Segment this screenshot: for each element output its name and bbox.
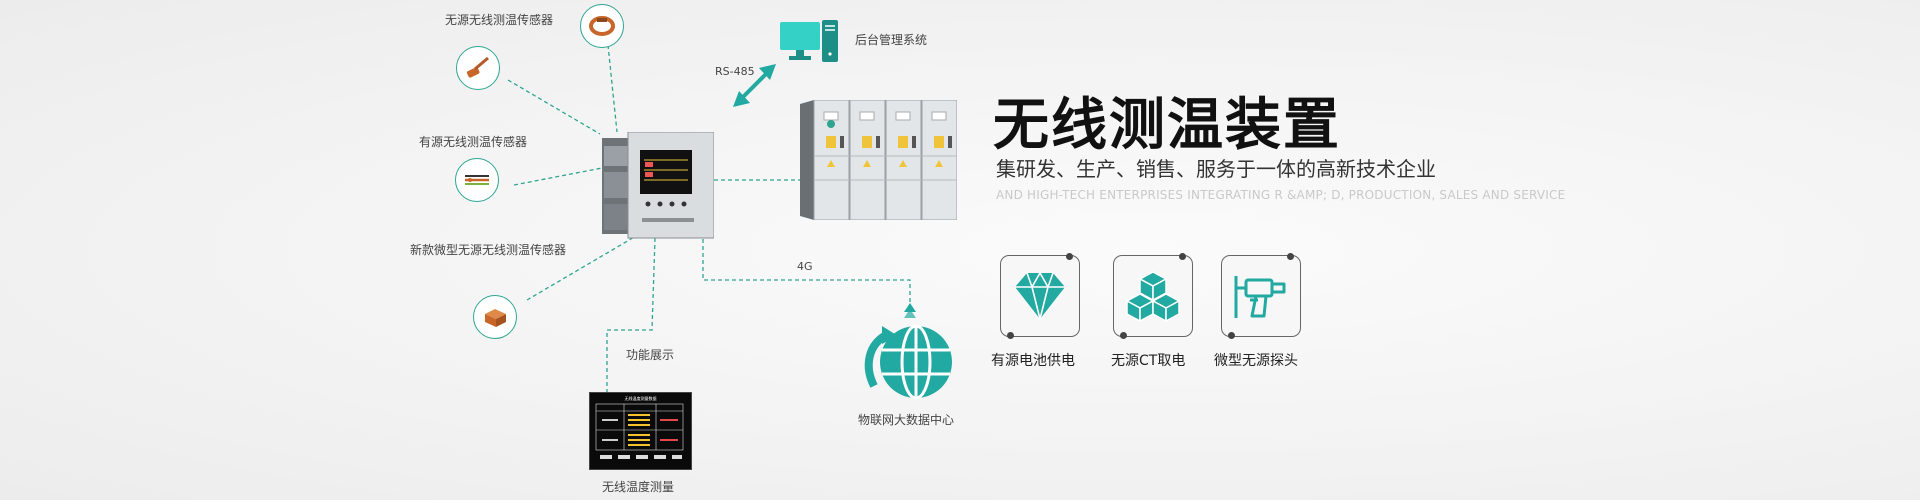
feature-battery-box (1000, 253, 1080, 339)
link-4g-label: 4G (797, 260, 813, 273)
clip-sensor-icon (466, 56, 489, 78)
wireless-temp-measurement-label: 无线温度测量 (602, 480, 675, 494)
feature-corner-dot (1228, 332, 1235, 339)
feature-ct-label: 无源CT取电 (1111, 353, 1186, 369)
rs485-label: RS-485 (715, 65, 755, 78)
feature-probe-box (1221, 253, 1301, 339)
ring-sensor-icon (589, 16, 615, 36)
feature-corner-dot (1007, 332, 1014, 339)
temperature-measurement-device (602, 131, 715, 240)
english-tagline: AND HIGH-TECH ENTERPRISES INTEGRATING R … (996, 188, 1566, 202)
monitor-screen: 无线温度测量数据 (589, 392, 692, 470)
connector-passive-sensor-2 (507, 79, 601, 135)
page-title: 无线测温装置 (993, 93, 1341, 158)
globe-uplink-arrow (904, 303, 916, 318)
micro-sensor-box-icon (485, 309, 506, 327)
diamond-icon (1015, 271, 1065, 320)
feature-battery-label: 有源电池供电 (991, 353, 1075, 369)
backend-system-label: 后台管理系统 (855, 33, 928, 47)
connector-passive-sensor (607, 44, 618, 133)
iot-globe-icon (860, 320, 960, 408)
connector-active-sensor (513, 167, 603, 186)
passive-sensor-ring-circle (580, 4, 624, 48)
connector-function-display (606, 237, 656, 392)
function-display-label: 功能展示 (626, 348, 675, 362)
passive-sensor-label: 无源无线测温传感器 (445, 13, 554, 27)
backend-computer-icon (778, 20, 842, 70)
feature-corner-dot (1179, 253, 1186, 260)
feature-probe-label: 微型无源探头 (1214, 353, 1298, 369)
monitor-screen-table (595, 403, 684, 459)
measurement-device-illustration (602, 131, 715, 239)
drill-icon (1234, 276, 1286, 318)
feature-corner-dot (1287, 253, 1294, 260)
micro-sensor-label: 新款微型无源无线测温传感器 (410, 243, 567, 257)
active-sensor-circle (455, 158, 499, 202)
feature-corner-dot (1066, 253, 1073, 260)
active-sensor-cable-icon (465, 175, 489, 185)
switchgear-cabinets (800, 99, 958, 221)
monitor-screen-title: 无线温度测量数据 (624, 396, 657, 401)
cubes-icon (1125, 271, 1181, 322)
feature-ct-box (1113, 253, 1193, 339)
feature-corner-dot (1120, 332, 1127, 339)
active-sensor-label: 有源无线测温传感器 (419, 135, 528, 149)
iot-center-label: 物联网大数据中心 (858, 413, 955, 427)
passive-sensor-clip-circle (456, 46, 500, 90)
micro-sensor-circle (473, 295, 517, 339)
page-subtitle: 集研发、生产、销售、服务于一体的高新技术企业 (996, 157, 1436, 181)
